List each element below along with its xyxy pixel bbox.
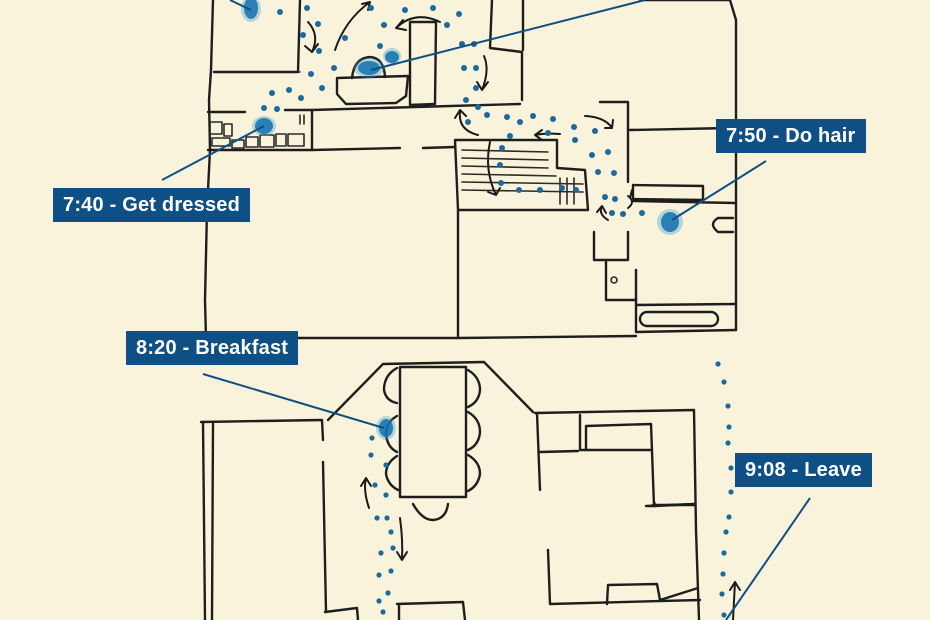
counter-unit (605, 582, 700, 606)
wall (310, 102, 522, 152)
wall (488, 0, 524, 102)
upper-floor (203, 0, 738, 340)
wall (533, 408, 701, 620)
label-leave: 9:08 - Leave (735, 453, 872, 487)
dining-table (398, 365, 468, 499)
closet-wall (206, 108, 314, 152)
bathtub (638, 310, 720, 328)
wall (598, 100, 732, 184)
leader-breakfast (202, 373, 385, 429)
marker-breakfast (376, 416, 396, 440)
wall (395, 600, 467, 620)
wall (323, 606, 360, 620)
label-do-hair: 7:50 - Do hair (716, 119, 866, 153)
closet-shelves (209, 114, 305, 149)
wall (592, 230, 638, 302)
marker-do-hair (657, 209, 683, 235)
wall (538, 448, 697, 507)
leader-sleep (229, 0, 252, 11)
stair-treads (461, 149, 584, 205)
label-get-dressed: 7:40 - Get dressed (53, 188, 251, 222)
wall (546, 548, 702, 606)
sink (335, 74, 410, 106)
wall (204, 208, 638, 340)
wall (644, 502, 697, 508)
kitchen-counter (578, 413, 697, 508)
marker-sleep (241, 0, 261, 22)
label-breakfast: 8:20 - Breakfast (126, 331, 299, 365)
door-knob (610, 276, 618, 284)
lower-floor (199, 360, 702, 620)
wall (634, 298, 738, 334)
wall (203, 0, 215, 340)
wall (199, 418, 328, 614)
bench (631, 183, 737, 205)
path-dots (261, 5, 734, 618)
leader-leave (725, 497, 811, 620)
wall (638, 0, 738, 332)
leader-do-hair (671, 160, 767, 221)
wall (326, 360, 535, 422)
wall (201, 420, 215, 620)
toilet (711, 216, 735, 234)
cabinet (408, 20, 438, 107)
leader-bathroom (370, 0, 646, 71)
leader-get-dressed (161, 125, 265, 181)
marker-bathroom (354, 48, 401, 78)
activity-markers (241, 0, 683, 440)
leader-lines (161, 0, 811, 620)
